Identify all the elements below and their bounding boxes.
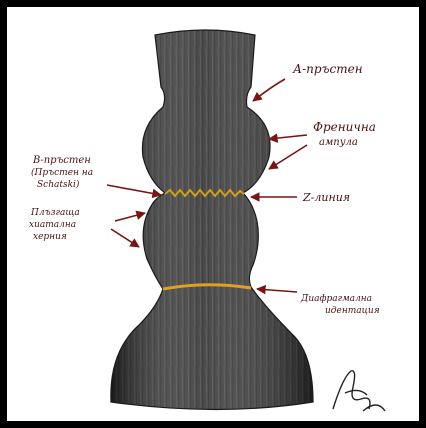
label-phrenic-ampulla-1: Френична	[313, 120, 376, 134]
label-hernia-1: Плъзгаща	[30, 208, 80, 218]
hernia-arrow-1	[115, 213, 145, 221]
hernia-arrow-2	[111, 229, 139, 247]
b-ring-arrow	[107, 185, 161, 195]
ampulla-arrow-1	[269, 135, 307, 139]
artist-signature	[333, 371, 385, 411]
esophagus-diagram: А-пръстен Френична ампула В-пръстен (Пръ…	[7, 7, 419, 421]
label-b-ring-3: Schatski)	[37, 179, 80, 190]
label-phrenic-ampulla-2: ампула	[319, 137, 358, 148]
label-diaphragm-2: идентация	[325, 306, 380, 316]
label-b-ring-2: (Пръстен на	[31, 167, 93, 178]
label-b-ring-1: В-пръстен	[32, 155, 91, 166]
diaphragm-arrow	[257, 289, 297, 292]
esophagus-body	[111, 30, 313, 410]
label-z-line: Z-линия	[302, 191, 350, 204]
illustration-canvas: А-пръстен Френична ампула В-пръстен (Пръ…	[7, 7, 419, 421]
label-a-ring: А-пръстен	[292, 62, 363, 76]
label-diaphragm-1: Диафрагмална	[300, 294, 372, 304]
ampulla-arrow-2	[269, 145, 307, 169]
label-hernia-2: хиатална	[29, 220, 76, 230]
a-ring-arrow	[253, 79, 285, 101]
label-hernia-3: херния	[33, 232, 67, 242]
